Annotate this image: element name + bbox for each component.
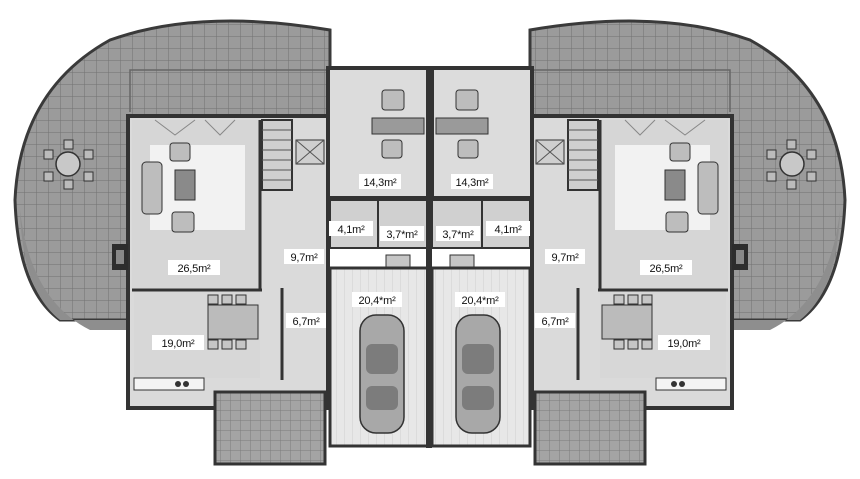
label-right-kitchen: 19,0m²: [667, 338, 701, 350]
label-left-kitchen: 19,0m²: [161, 338, 195, 350]
party-wall: [426, 68, 432, 448]
labels: 14,3m² 14,3m² 4,1m² 4,1m² 3,7*m² 3,7*m² …: [152, 174, 710, 350]
label-right-entry: 6,7m²: [541, 316, 569, 328]
label-left-office: 14,3m²: [363, 177, 397, 189]
label-right-garage: 20,4*m²: [461, 295, 499, 307]
label-right-living: 26,5m²: [649, 263, 683, 275]
label-right-hall: 9,7m²: [551, 252, 579, 264]
label-left-hall: 9,7m²: [290, 252, 318, 264]
left-car: [359, 314, 405, 434]
label-left-entry: 6,7m²: [292, 316, 320, 328]
left-unit: [13, 19, 430, 466]
left-terrace-table: [43, 139, 94, 190]
label-left-boiler: 3,7*m²: [386, 229, 418, 241]
label-right-boiler: 3,7*m²: [442, 229, 474, 241]
label-left-living: 26,5m²: [177, 263, 211, 275]
left-terrace: [13, 19, 332, 322]
label-left-wc: 4,1m²: [337, 224, 365, 236]
label-left-garage: 20,4*m²: [358, 295, 396, 307]
label-right-wc: 4,1m²: [494, 224, 522, 236]
right-unit: [430, 19, 847, 466]
label-right-office: 14,3m²: [455, 177, 489, 189]
